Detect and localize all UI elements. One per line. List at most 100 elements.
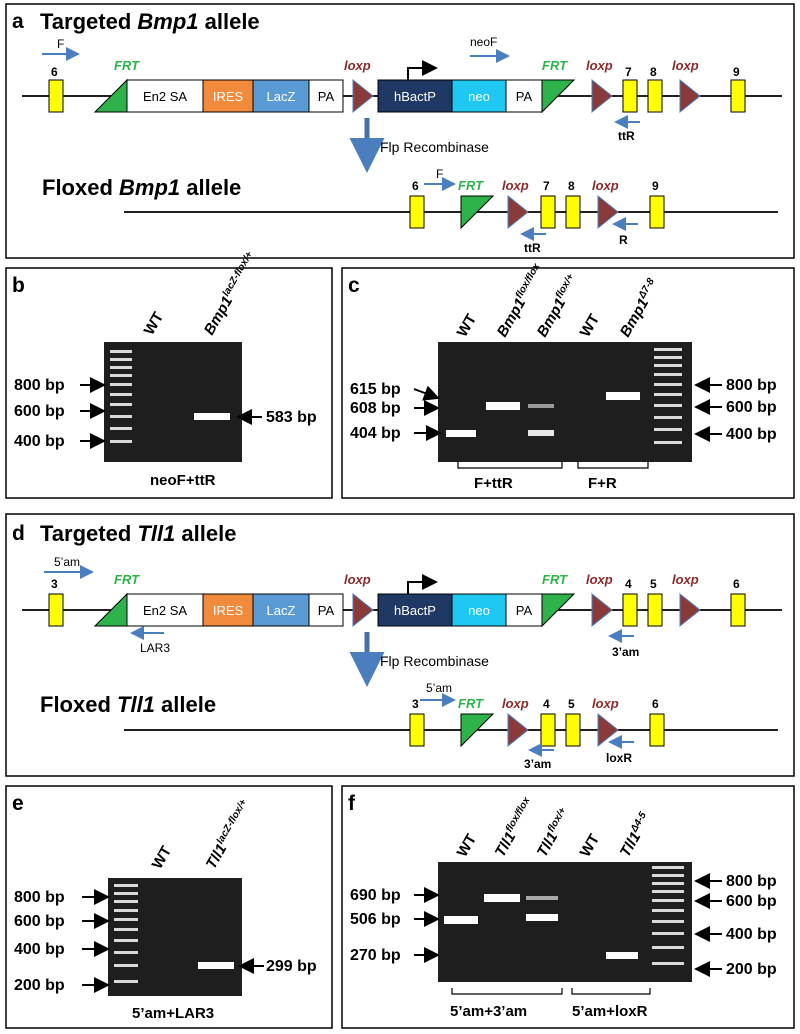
panel-a: a Targeted Bmp1 allele F 6 FRT En2 SA IR… (5, 3, 795, 259)
d-primer-lar3: LAR3 (140, 641, 170, 655)
loxp-label: loxp (344, 58, 371, 73)
fl-primer-ttr: ttR (524, 241, 541, 255)
f-ladder-400: 400 bp (726, 926, 777, 943)
frt-label: FRT (114, 58, 140, 73)
f-caption-1: 5’am+3’am (450, 1003, 527, 1020)
b-ladder-600: 600 bp (14, 403, 65, 420)
exon-7-label: 7 (625, 65, 632, 79)
fl-d-primer-loxr: loxR (606, 751, 632, 765)
lane-wt-b: WT (141, 309, 167, 338)
fl-exon-6-label: 6 (412, 179, 419, 193)
fl-d-loxp-label-2: loxp (592, 696, 619, 711)
e-lane-tll1: Tll1lacZ-flox/+ (202, 797, 255, 872)
panel-b: b WT Bmp1lacZ-flox/+ 800 bp 600 bp 400 b… (5, 250, 333, 499)
c-ladder-800: 800 bp (726, 377, 777, 394)
fl-d-exon-4-label: 4 (543, 697, 550, 711)
e-ladder-200: 200 bp (14, 977, 65, 994)
d-flp-label: Flp Recombinase (380, 653, 489, 669)
b-caption: neoF+ttR (150, 472, 216, 489)
gel-c (438, 342, 692, 462)
d-box-en2sa: En2 SA (143, 603, 187, 618)
gel-e (108, 878, 242, 996)
fl-frt-label: FRT (458, 178, 484, 193)
c-size-608: 608 bp (350, 400, 401, 417)
c-lane-1: WT (454, 311, 480, 340)
loxp-label-2: loxp (586, 58, 613, 73)
lane-bmp1-b: Bmp1lacZ-flox/+ (200, 250, 261, 338)
f-size-506: 506 bp (350, 911, 401, 928)
d-loxp-label-2: loxp (586, 572, 613, 587)
b-ladder-800: 800 bp (14, 377, 65, 394)
f-caption-2: 5’am+loxR (572, 1003, 648, 1020)
fl-d-exon-3-label: 3 (412, 697, 419, 711)
loxp-label-3: loxp (672, 58, 699, 73)
fl-exon-8-label: 8 (568, 179, 575, 193)
fl-primer-r: R (619, 233, 628, 247)
box-en2sa: En2 SA (143, 89, 187, 104)
panel-e-label: e (12, 792, 24, 815)
fl-exon-7-label: 7 (543, 179, 550, 193)
fl-d-exon-6-label: 6 (652, 697, 659, 711)
loxp-site (352, 78, 374, 114)
c-ladder-400: 400 bp (726, 426, 777, 443)
d-exon-4-label: 4 (625, 577, 632, 591)
exon-9-label: 9 (733, 65, 740, 79)
e-lane-wt: WT (149, 843, 175, 872)
e-ladder-600: 600 bp (14, 913, 65, 930)
e-ladder-400: 400 bp (14, 941, 65, 958)
f-lane-1: WT (454, 831, 480, 860)
panel-c-label: c (348, 274, 360, 297)
box-ires: IRES (213, 89, 244, 104)
panel-c: c WT Bmp1flox/flox Bmp1flox/+ WT Bmp1Δ7-… (341, 261, 795, 499)
band-583 (194, 413, 230, 420)
d-primer-5am: 5’am (54, 555, 80, 569)
box-hbactp: hBactP (394, 89, 436, 104)
band-299 (198, 962, 234, 969)
b-ladder-400: 400 bp (14, 433, 65, 450)
panel-a-label: a (12, 10, 24, 33)
f-ladder-800: 800 bp (726, 873, 777, 890)
d-box-pa-2: PA (516, 603, 533, 618)
d-box-ires: IRES (213, 603, 244, 618)
floxed-title-d: Floxed Tll1 allele (40, 692, 216, 717)
f-lane-2: Tll1flox/flox (491, 795, 539, 860)
exon-8-label: 8 (650, 65, 657, 79)
panel-f-label: f (348, 792, 356, 815)
d-box-lacz: LacZ (267, 603, 296, 618)
f-lane-5: Tll1Δ4-5 (616, 810, 655, 860)
d-box-pa: PA (318, 603, 335, 618)
c-caption-1: F+ttR (474, 475, 513, 492)
fl-primer-f: F (436, 167, 443, 181)
f-ladder-600: 600 bp (726, 893, 777, 910)
c-ladder-600: 600 bp (726, 399, 777, 416)
panel-d-title: Targeted Tll1 allele (40, 521, 236, 546)
e-ladder-800: 800 bp (14, 889, 65, 906)
d-exon-6-label: 6 (733, 577, 740, 591)
c-size-404: 404 bp (350, 425, 401, 442)
frt-label-2: FRT (542, 58, 568, 73)
d-exon-3-label: 3 (51, 577, 58, 591)
panel-f: f WT Tll1flox/flox Tll1flox/+ WT Tll1Δ4-… (341, 785, 795, 1029)
panel-b-label: b (12, 274, 25, 297)
d-frt-label-2: FRT (542, 572, 568, 587)
exon-6-label: 6 (51, 65, 58, 79)
d-exon-5-label: 5 (650, 577, 657, 591)
d-box-neo: neo (468, 603, 490, 618)
f-lane-3: Tll1flox/+ (533, 806, 575, 860)
e-band-size: 299 bp (266, 958, 317, 975)
d-frt-label: FRT (114, 572, 140, 587)
flp-label: Flp Recombinase (380, 139, 489, 155)
gel-f (438, 862, 692, 982)
c-lane-4: WT (577, 311, 603, 340)
f-size-270: 270 bp (350, 947, 401, 964)
box-pa: PA (318, 89, 335, 104)
box-neo: neo (468, 89, 490, 104)
panel-d: d Targeted Tll1 allele 5’am 3 FRT En2 SA… (5, 513, 795, 777)
d-loxp-label-3: loxp (672, 572, 699, 587)
f-size-690: 690 bp (350, 887, 401, 904)
fl-d-loxp-label: loxp (502, 696, 529, 711)
primer-ttr-label: ttR (618, 129, 635, 143)
e-caption: 5’am+LAR3 (132, 1005, 214, 1022)
c-lane-5: Bmp1Δ7-8 (616, 276, 663, 340)
